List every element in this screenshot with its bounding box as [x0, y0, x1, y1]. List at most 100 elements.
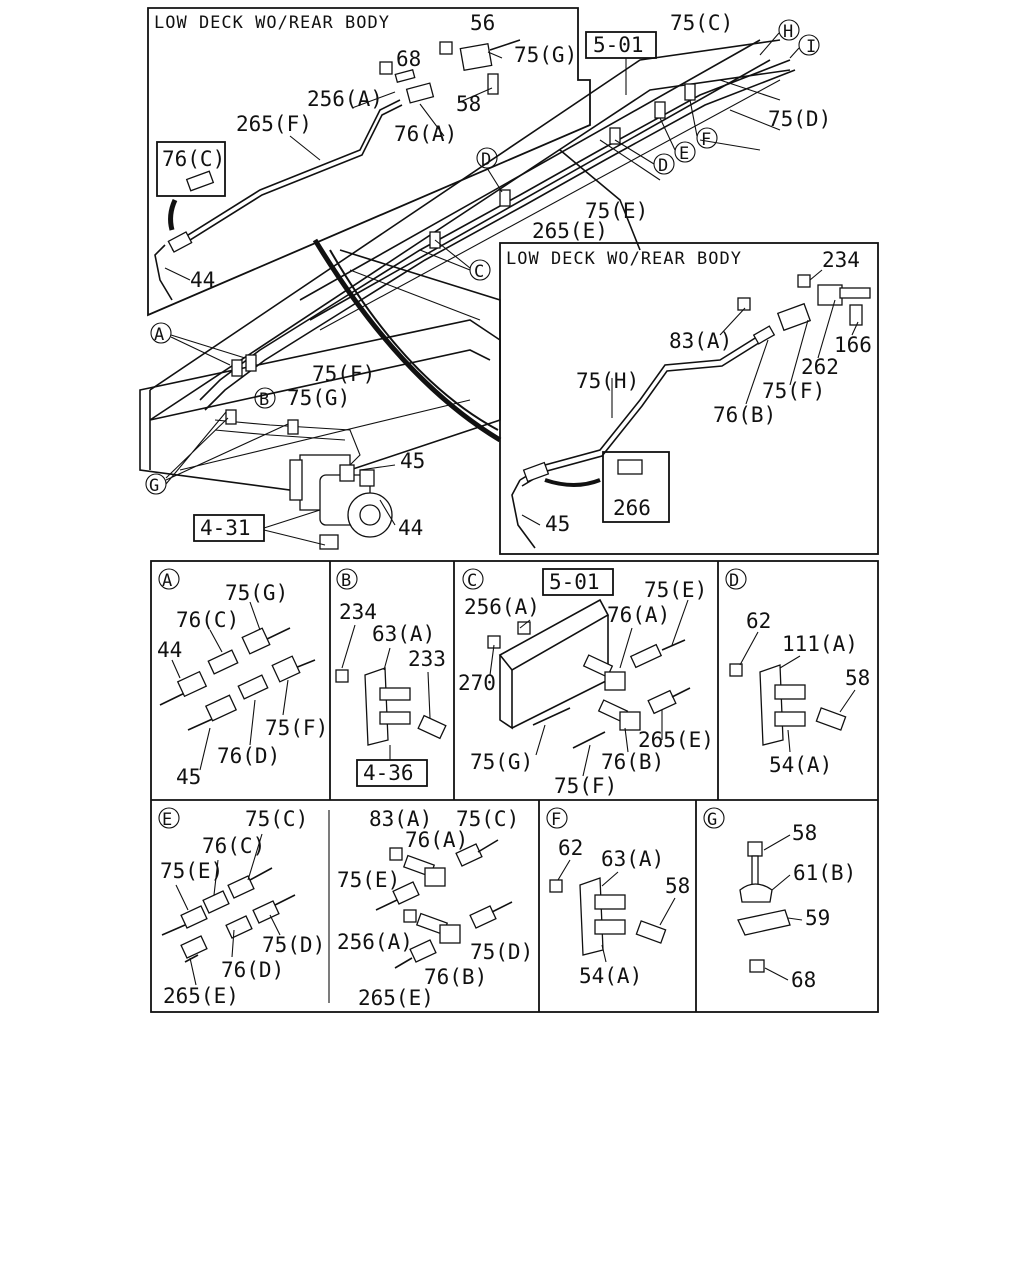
- label-58: 58: [792, 821, 817, 845]
- label-76c: 76(C): [202, 834, 265, 858]
- detail-c-letter: C: [467, 571, 477, 591]
- label-75f-r: 75(F): [762, 379, 825, 403]
- label-266: 266: [613, 496, 651, 520]
- detail-f: F 62 63(A) 58 54(A): [546, 807, 690, 988]
- label-59: 59: [805, 906, 830, 930]
- label-75d: 75(D): [262, 933, 325, 957]
- label-166: 166: [834, 333, 872, 357]
- callout-c: C: [474, 262, 484, 282]
- label-76a: 76(A): [607, 603, 670, 627]
- label-62: 62: [746, 609, 771, 633]
- brake-valve-icon: [289, 454, 393, 550]
- callout-a: A: [154, 325, 164, 345]
- right-inset-labels: 234 83(A) 166 262 75(H) 75(F) 76(B) 266 …: [521, 248, 872, 536]
- label-256a: 256(A): [337, 930, 413, 954]
- label-61b: 61(B): [793, 861, 856, 885]
- label-76b: 76(B): [424, 965, 487, 989]
- detail-f-letter: F: [551, 810, 561, 830]
- label-76c: 76(C): [162, 147, 225, 171]
- label-75h: 75(H): [576, 369, 639, 393]
- label-75c-2: 75(C): [456, 807, 519, 831]
- detail-g: G 58 61(B) 59 68: [703, 807, 856, 992]
- callout-b: B: [259, 390, 269, 410]
- detail-b-letter: B: [341, 571, 351, 591]
- inset-low-deck-right: LOW DECK WO/REAR BODY: [499, 242, 879, 555]
- label-75c: 75(C): [245, 807, 308, 831]
- label-75f: 75(F): [265, 716, 328, 740]
- callout-circles: A B C D D E F G H I: [145, 19, 820, 496]
- label-54a: 54(A): [769, 753, 832, 777]
- label-75g-inset: 75(G): [514, 43, 577, 67]
- inset-title: LOW DECK WO/REAR BODY: [154, 13, 390, 33]
- label-54a: 54(A): [579, 964, 642, 988]
- detail-e-letter: E: [162, 810, 172, 830]
- label-75f: 75(F): [554, 774, 617, 798]
- label-75g: 75(G): [470, 750, 533, 774]
- ref-4-36: 4-36: [363, 761, 414, 785]
- label-44: 44: [398, 516, 423, 540]
- label-83a: 83(A): [369, 807, 432, 831]
- inset-title: LOW DECK WO/REAR BODY: [506, 249, 742, 269]
- detail-e: E 75(C) 76(C) 75(E) 75(D) 76(D) 265(E) 8…: [158, 807, 533, 1010]
- label-265e: 265(E): [638, 728, 714, 752]
- ref-5-01-c: 5-01: [549, 570, 600, 594]
- callout-g: G: [149, 476, 159, 496]
- label-111a: 111(A): [782, 632, 858, 656]
- label-58: 58: [845, 666, 870, 690]
- detail-grid: [150, 560, 879, 1013]
- label-270: 270: [458, 671, 496, 695]
- label-68: 68: [396, 47, 421, 71]
- callout-h: H: [783, 22, 793, 42]
- label-75d-2: 75(D): [470, 940, 533, 964]
- detail-d: D 62 111(A) 58 54(A): [725, 568, 870, 777]
- label-76b: 76(B): [713, 403, 776, 427]
- callout-d-2: D: [658, 156, 668, 176]
- callout-f: F: [701, 130, 711, 150]
- label-68: 68: [791, 968, 816, 992]
- ref-4-31: 4-31: [200, 516, 251, 540]
- label-234: 234: [822, 248, 860, 272]
- detail-b: B 234 63(A) 233 4-36: [335, 568, 447, 787]
- label-56: 56: [470, 11, 495, 35]
- label-75e: 75(E): [160, 859, 223, 883]
- label-75g: 75(G): [287, 386, 350, 410]
- label-265f: 265(F): [236, 112, 312, 136]
- label-76b: 76(B): [601, 750, 664, 774]
- label-76d: 76(D): [221, 958, 284, 982]
- label-44-inset: 44: [190, 268, 215, 292]
- callout-i: I: [806, 37, 816, 57]
- label-62: 62: [558, 836, 583, 860]
- callout-d: D: [481, 150, 491, 170]
- label-76d: 76(D): [217, 744, 280, 768]
- label-75f: 75(F): [312, 362, 375, 386]
- label-63a: 63(A): [601, 847, 664, 871]
- label-45: 45: [176, 765, 201, 789]
- callout-e: E: [679, 144, 689, 164]
- label-76a: 76(A): [405, 828, 468, 852]
- label-63a: 63(A): [372, 622, 435, 646]
- label-75d: 75(D): [768, 107, 831, 131]
- label-234: 234: [339, 600, 377, 624]
- label-44: 44: [157, 638, 182, 662]
- detail-a: A 75(G) 76(C) 44 75(F) 45 76(D): [157, 568, 328, 789]
- main-labels: 56 68 75(G) 256(A) 58 76(A) 265(F) 76(C)…: [162, 11, 831, 546]
- label-76a: 76(A): [394, 122, 457, 146]
- detail-d-letter: D: [729, 571, 739, 591]
- label-265e: 265(E): [532, 219, 608, 243]
- label-58: 58: [456, 92, 481, 116]
- label-58: 58: [665, 874, 690, 898]
- label-262: 262: [801, 355, 839, 379]
- detail-c: C 5-01 75(E) 256(A) 76(A) 270 265(E) 75(…: [458, 568, 714, 798]
- detail-g-letter: G: [707, 810, 717, 830]
- label-75e: 75(E): [644, 578, 707, 602]
- label-265e: 265(E): [163, 984, 239, 1008]
- ref-5-01-main: 5-01: [593, 33, 644, 57]
- label-75c: 75(C): [670, 11, 733, 35]
- label-256a: 256(A): [307, 87, 383, 111]
- label-265e-2: 265(E): [358, 986, 434, 1010]
- label-256a: 256(A): [464, 595, 540, 619]
- inset-low-deck-left: LOW DECK WO/REAR BODY: [147, 7, 591, 317]
- label-233: 233: [408, 647, 446, 671]
- label-45-r: 45: [545, 512, 570, 536]
